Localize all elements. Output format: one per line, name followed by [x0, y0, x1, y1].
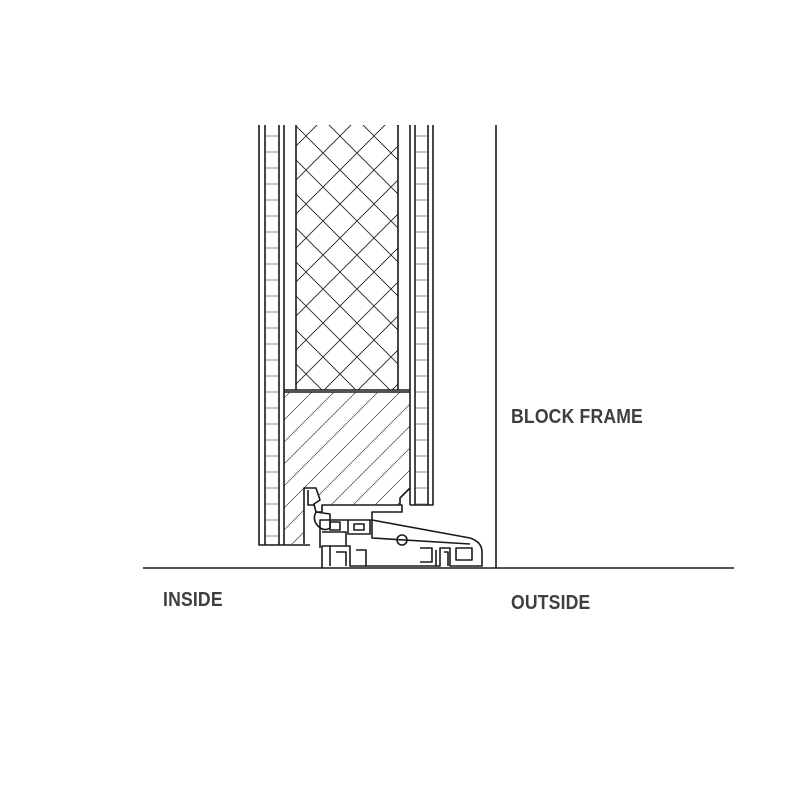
door-leaf-outline	[258, 125, 310, 546]
insulation-core	[296, 125, 398, 390]
label-outside: OUTSIDE	[511, 592, 591, 614]
label-block-frame: BLOCK FRAME	[511, 406, 643, 428]
label-inside: INSIDE	[163, 589, 223, 611]
threshold-profile	[321, 504, 483, 568]
